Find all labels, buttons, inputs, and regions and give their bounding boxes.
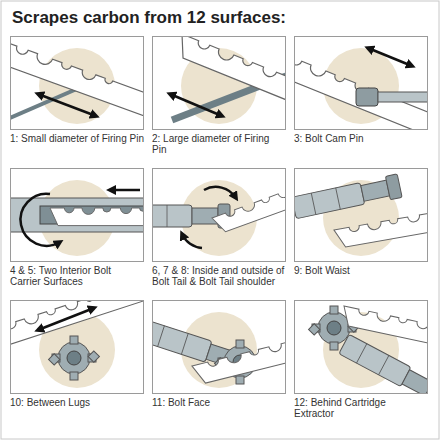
- panel-border: [10, 168, 144, 262]
- panel-border: [294, 168, 428, 262]
- panel-art: [0, 280, 150, 394]
- diagram-title: Scrapes carbon from 12 surfaces:: [12, 8, 286, 28]
- panel-border: [294, 300, 428, 394]
- panel-border: [10, 300, 144, 394]
- illustration-panel: 12: Behind Cartridge Extractor: [294, 300, 428, 419]
- panel-caption: 10: Between Lugs: [10, 397, 144, 408]
- panel-art: [266, 36, 440, 138]
- panel-caption: 6, 7 & 8: Inside and outside of Bolt Tai…: [152, 265, 286, 287]
- panel-border: [10, 36, 144, 130]
- panel-caption: 2: Large diameter of Firing Pin: [152, 133, 286, 155]
- illustration-panel: 9: Bolt Waist: [294, 168, 428, 276]
- panel-caption: 12: Behind Cartridge Extractor: [294, 397, 428, 419]
- panel-border: [294, 36, 428, 130]
- illustration-panel: 3: Bolt Cam Pin: [294, 36, 428, 144]
- illustration-panel: 2: Large diameter of Firing Pin: [152, 36, 286, 155]
- panel-caption: 11: Bolt Face: [152, 397, 286, 408]
- panel-border: [152, 36, 286, 130]
- panel-caption: 3: Bolt Cam Pin: [294, 133, 428, 144]
- panel-caption: 1: Small diameter of Firing Pin: [10, 133, 144, 144]
- illustration-panel: 6, 7 & 8: Inside and outside of Bolt Tai…: [152, 168, 286, 287]
- panel-border: [152, 300, 286, 394]
- panel-caption: 4 & 5: Two Interior Bolt Carrier Surface…: [10, 265, 144, 287]
- illustration-panel: 4 & 5: Two Interior Bolt Carrier Surface…: [10, 168, 144, 287]
- illustration-panel: 11: Bolt Face: [152, 300, 286, 408]
- illustration-panel: 10: Between Lugs: [10, 300, 144, 408]
- illustration-panel: 1: Small diameter of Firing Pin: [10, 36, 144, 144]
- panel-art: [292, 168, 440, 262]
- panel-art: [294, 300, 440, 405]
- panel-caption: 9: Bolt Waist: [294, 265, 428, 276]
- panel-art: [0, 36, 169, 130]
- panel-border: [152, 168, 286, 262]
